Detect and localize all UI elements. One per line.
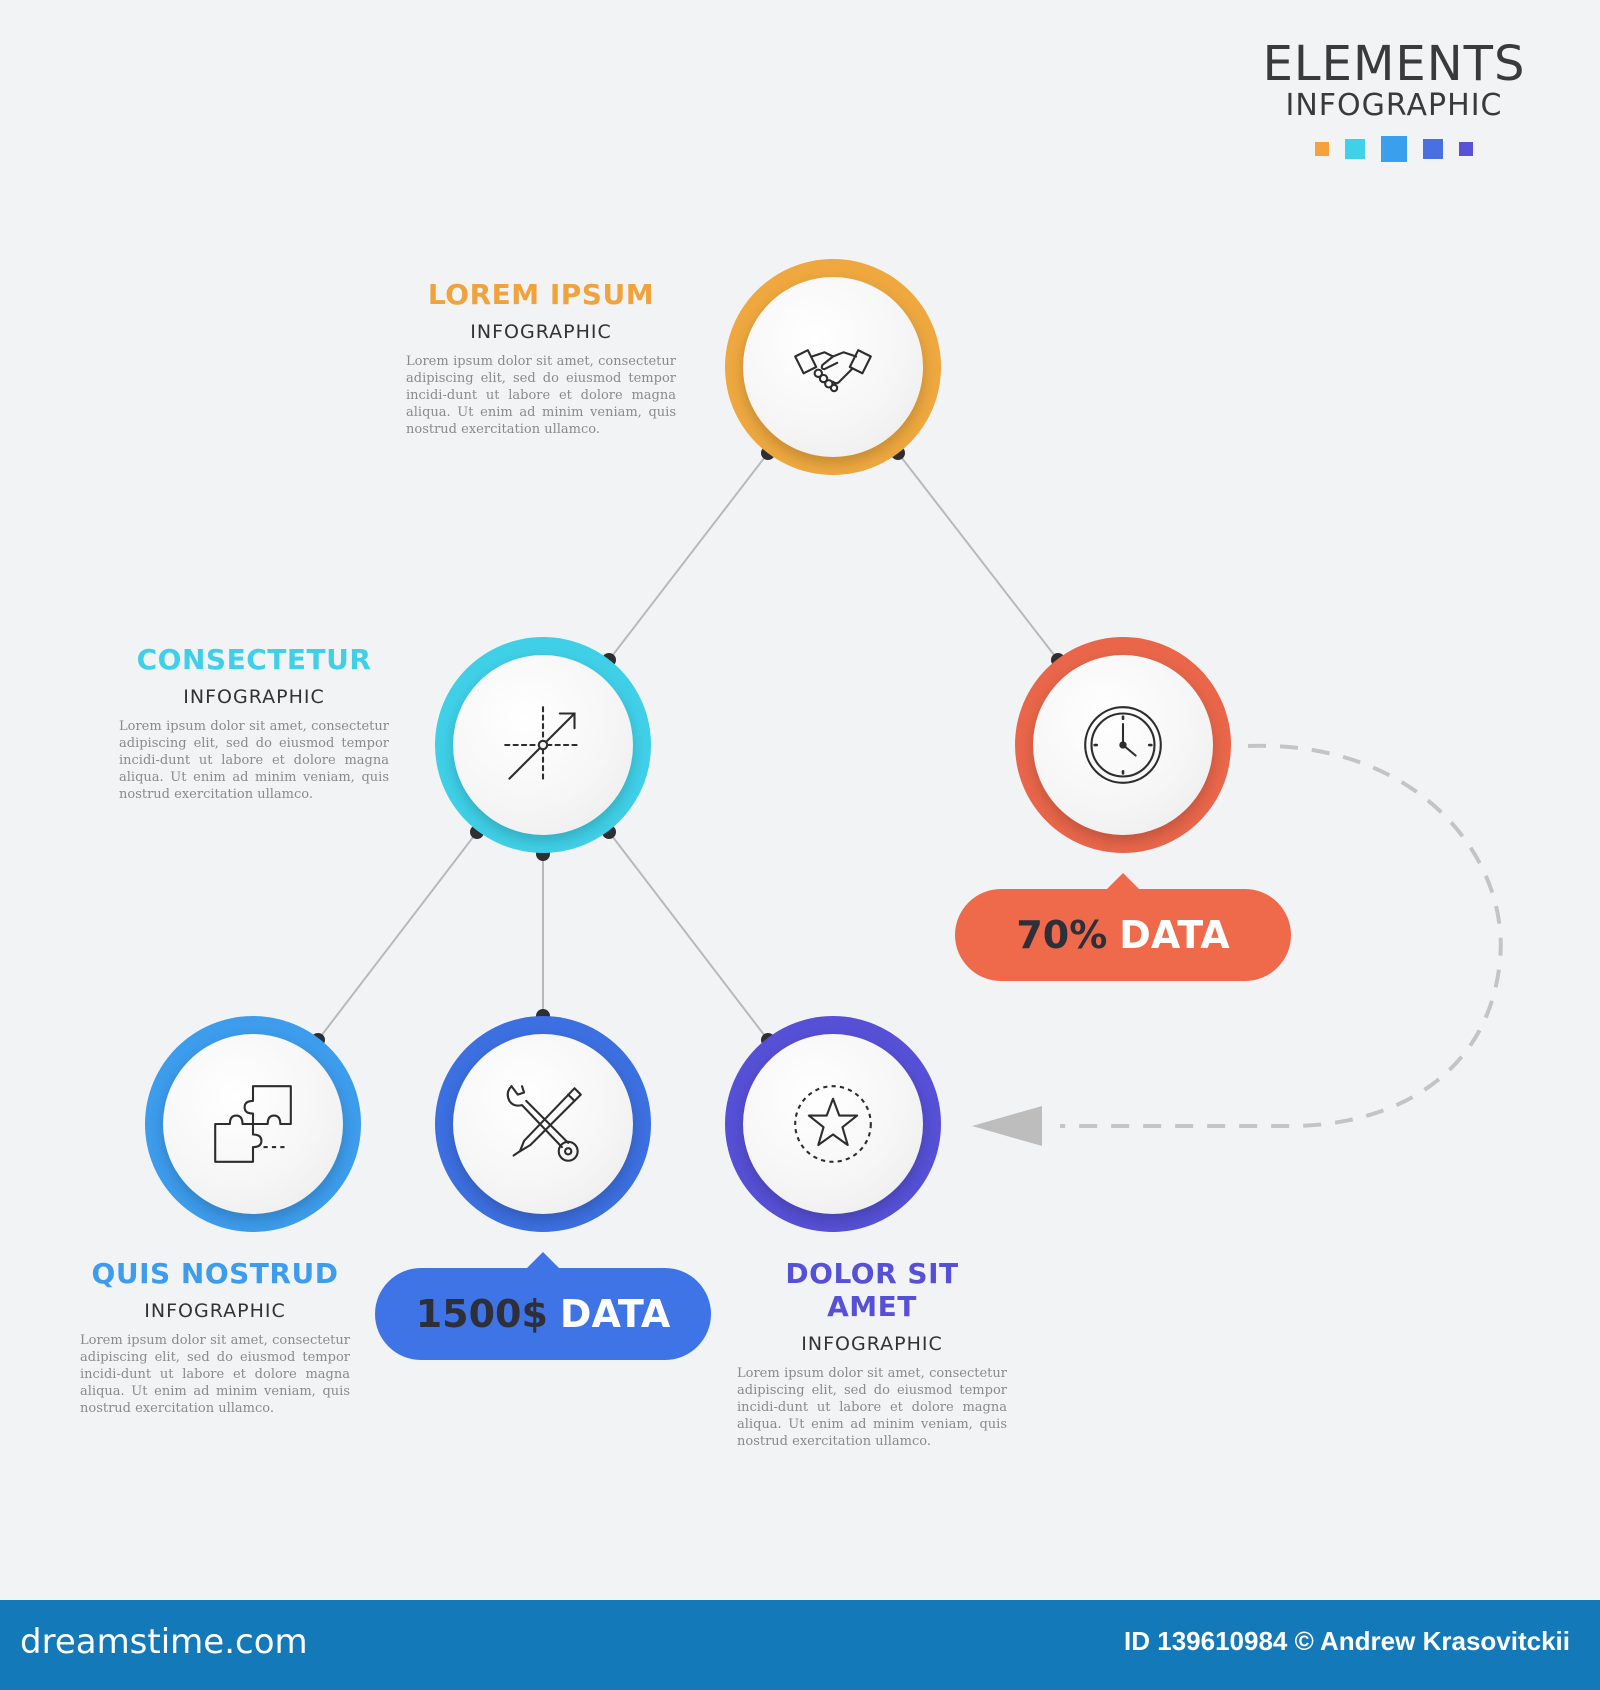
text-block-quis-nostrud: QUIS NOSTRUD INFOGRAPHIC Lorem ipsum dol… (80, 1257, 350, 1417)
node-inner (743, 1034, 923, 1214)
block-subtitle: INFOGRAPHIC (144, 1300, 286, 1322)
logo-square (1381, 135, 1407, 162)
node-middle-left (435, 637, 651, 853)
node-inner (453, 1034, 633, 1214)
block-subtitle: INFOGRAPHIC (801, 1333, 943, 1355)
node-inner (163, 1034, 343, 1214)
node-bottom-center (435, 1016, 651, 1232)
connector-line (897, 452, 1059, 661)
connector-line (608, 452, 769, 661)
star-badge-icon (794, 1085, 872, 1163)
puzzle-icon (214, 1085, 292, 1163)
pill-pointer (1106, 873, 1140, 890)
block-body: Lorem ipsum dolor sit amet, consectetur … (737, 1366, 1007, 1449)
footer-credit: ID 139610984 © Andrew Krasovitckii (1124, 1626, 1570, 1656)
text-block-dolor-sit-amet: DOLOR SIT AMET INFOGRAPHIC Lorem ipsum d… (737, 1257, 1007, 1450)
block-title: QUIS NOSTRUD (91, 1257, 339, 1290)
node-top (725, 259, 941, 475)
connector-line (317, 831, 478, 1041)
logo-square (1423, 138, 1443, 159)
tools-icon (506, 1085, 582, 1162)
dashed-return-arrow (1060, 743, 1503, 1128)
pill-label: DATA (559, 1292, 671, 1336)
block-body: Lorem ipsum dolor sit amet, consectetur … (406, 354, 676, 437)
node-middle-right (1015, 637, 1231, 853)
logo-subtitle: INFOGRAPHIC (1285, 88, 1503, 123)
node-inner (743, 277, 923, 457)
block-title: DOLOR SIT AMET (785, 1257, 959, 1323)
growth-arrow-icon (504, 706, 582, 784)
block-title: LOREM IPSUM (427, 278, 655, 311)
block-subtitle: INFOGRAPHIC (183, 686, 325, 708)
block-body: Lorem ipsum dolor sit amet, consectetur … (119, 719, 389, 802)
logo-square (1345, 138, 1365, 159)
text-block-consectetur: CONSECTETUR INFOGRAPHIC Lorem ipsum dolo… (119, 643, 389, 803)
node-inner (453, 655, 633, 835)
logo-square (1459, 141, 1473, 156)
node-bottom-left (145, 1016, 361, 1232)
logo-color-squares (1244, 135, 1544, 162)
pill-label: DATA (1119, 913, 1230, 957)
pill-number: 70% (1016, 913, 1108, 957)
block-body: Lorem ipsum dolor sit amet, consectetur … (80, 1333, 350, 1416)
arrowhead-icon (972, 1106, 1042, 1146)
logo-square (1315, 141, 1329, 156)
pill-number: 1500$ (415, 1292, 548, 1336)
text-block-lorem-ipsum: LOREM IPSUM INFOGRAPHIC Lorem ipsum dolo… (406, 278, 676, 438)
block-subtitle: INFOGRAPHIC (470, 321, 612, 343)
connector-line (608, 831, 769, 1041)
data-pill-percent: 70% DATA (955, 873, 1291, 981)
data-pill-money: 1500$ DATA (375, 1252, 711, 1360)
footer-brand[interactable]: dreamstime.com (20, 1622, 308, 1662)
footer-bar: dreamstime.com ID 139610984 © Andrew Kra… (0, 1600, 1600, 1690)
handshake-icon (794, 349, 872, 393)
clock-icon (1084, 706, 1162, 784)
logo-title: ELEMENTS (1262, 36, 1526, 92)
node-bottom-right (725, 1016, 941, 1232)
node-inner (1033, 655, 1213, 835)
header-logo: ELEMENTS INFOGRAPHIC (1244, 40, 1544, 162)
pill-pointer (526, 1252, 560, 1269)
block-title: CONSECTETUR (136, 643, 372, 676)
